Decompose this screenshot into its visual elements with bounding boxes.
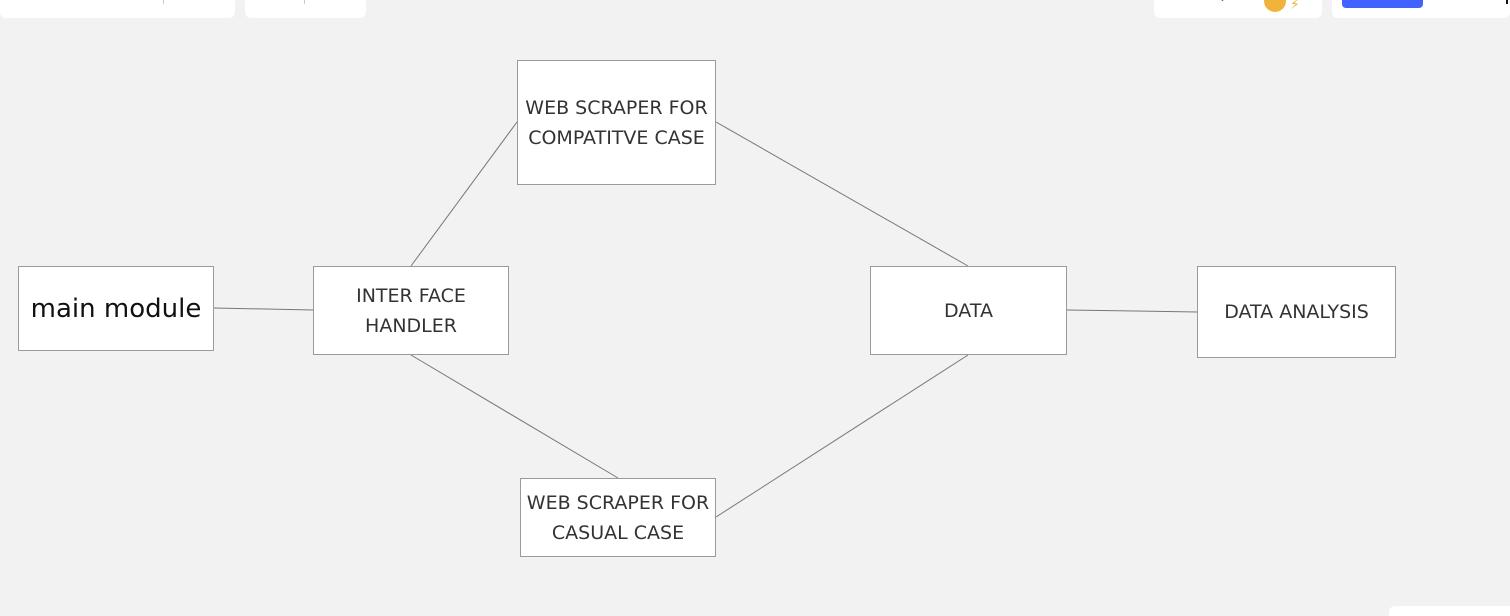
connector-data-to-analysis[interactable] xyxy=(1066,309,1198,313)
connector-main-to-iface[interactable] xyxy=(213,307,314,311)
node-label: main module xyxy=(30,293,202,324)
bottom-right-panel[interactable] xyxy=(1389,606,1510,616)
node-data[interactable]: DATA xyxy=(870,266,1067,355)
node-web-scraper-competitive[interactable]: WEB SCRAPER FOR COMPATITVE CASE xyxy=(517,60,716,185)
bolt-icon[interactable]: ⚡ xyxy=(1290,0,1300,13)
node-label: DATA ANALYSIS xyxy=(1224,301,1369,323)
toolbar-divider xyxy=(163,0,164,4)
connector-iface-to-comp[interactable] xyxy=(410,121,518,267)
top-right-collaboration-bar[interactable]: ⚡ xyxy=(1154,0,1322,18)
share-button[interactable] xyxy=(1342,0,1423,8)
connector-iface-to-casual[interactable] xyxy=(410,354,619,479)
node-main-module[interactable]: main module xyxy=(18,266,214,351)
pen-icon[interactable] xyxy=(1221,0,1231,4)
connector-casual-to-data[interactable] xyxy=(715,354,969,518)
top-right-share-bar[interactable] xyxy=(1332,0,1510,18)
node-web-scraper-casual[interactable]: WEB SCRAPER FOR CASUAL CASE xyxy=(520,478,716,557)
node-data-analysis[interactable]: DATA ANALYSIS xyxy=(1197,266,1396,358)
node-interface-handler[interactable]: INTER FACE HANDLER xyxy=(313,266,509,355)
connector-comp-to-data[interactable] xyxy=(715,121,969,267)
node-label: WEB SCRAPER FOR COMPATITVE CASE xyxy=(525,96,708,149)
node-label: WEB SCRAPER FOR CASUAL CASE xyxy=(526,491,710,544)
top-left-toolbar[interactable] xyxy=(0,0,235,18)
node-label: INTER FACE HANDLER xyxy=(356,284,466,337)
top-left-toolbar-secondary[interactable] xyxy=(245,0,366,18)
avatar-icon[interactable] xyxy=(1264,0,1286,12)
menu-edge-icon[interactable] xyxy=(1500,0,1508,4)
toolbar-divider xyxy=(304,0,305,4)
node-label: DATA xyxy=(944,299,993,322)
